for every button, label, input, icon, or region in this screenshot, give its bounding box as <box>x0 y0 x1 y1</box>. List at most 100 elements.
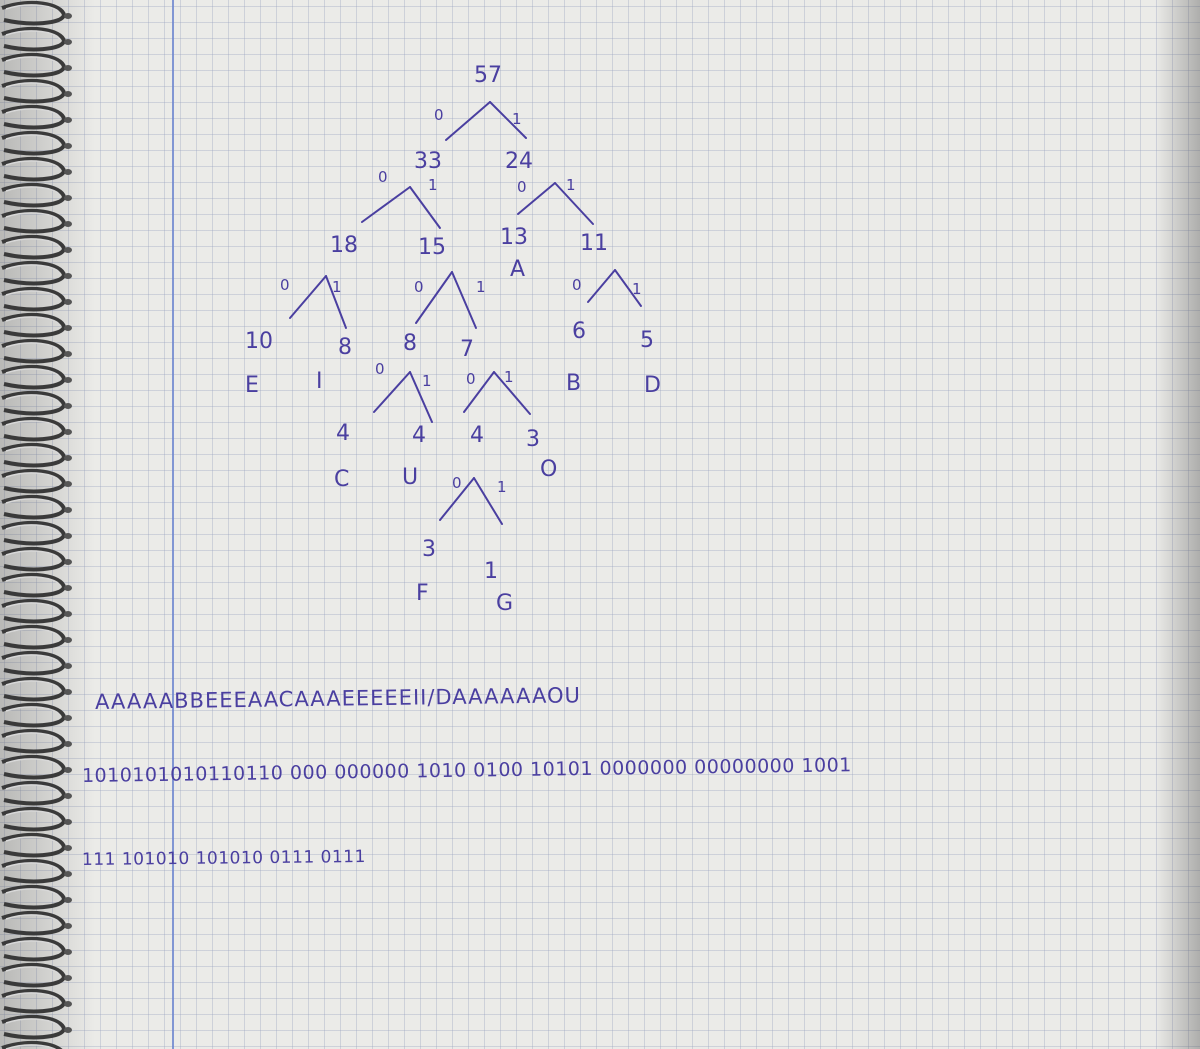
punch-hole <box>64 1001 72 1007</box>
spiral-binding <box>1 0 72 1049</box>
spiral-ring-highlight <box>5 576 61 587</box>
node-8-i: 8 <box>338 335 352 360</box>
spiral-ring <box>1 858 67 884</box>
spiral-ring <box>1 546 67 572</box>
node-4-u: 4 <box>412 423 426 448</box>
punch-hole <box>64 923 72 929</box>
punch-hole <box>64 403 72 409</box>
edge-24-13 <box>517 182 556 215</box>
edge-33-15 <box>409 186 441 229</box>
punch-hole <box>64 819 72 825</box>
spiral-ring-highlight <box>5 550 61 561</box>
bit-57-left: 0 <box>434 106 444 124</box>
spiral-ring-highlight <box>5 680 61 691</box>
tree-node-counts: 57 33 24 18 15 13 11 10 8 8 7 6 5 4 4 4 … <box>245 63 654 584</box>
punch-hole <box>64 585 72 591</box>
spiral-ring <box>1 442 67 468</box>
spiral-ring-highlight <box>5 368 61 379</box>
node-7: 7 <box>460 337 474 362</box>
punch-hole <box>64 1027 72 1033</box>
edge-33-18 <box>361 186 411 223</box>
edge-15-8 <box>415 271 453 324</box>
edge-18-8 <box>325 275 347 329</box>
spiral-ring <box>1 572 67 598</box>
bit-7-left: 0 <box>466 370 476 388</box>
spiral-ring <box>1 260 67 286</box>
spiral-ring <box>1 26 67 52</box>
punch-hole <box>64 377 72 383</box>
node-6: 6 <box>572 319 586 344</box>
spiral-ring <box>1 832 67 858</box>
spiral-ring-highlight <box>5 628 61 639</box>
symbol-c: C <box>334 467 349 492</box>
edge-4-3f <box>439 477 475 521</box>
spiral-ring <box>1 988 67 1014</box>
spiral-ring-highlight <box>5 316 61 327</box>
spiral-ring-highlight <box>5 862 61 873</box>
spiral-ring-highlight <box>5 446 61 457</box>
edge-11-6 <box>587 269 616 303</box>
node-8: 8 <box>403 331 417 356</box>
spiral-ring-highlight <box>5 992 61 1003</box>
spiral-ring-highlight <box>5 498 61 509</box>
punch-hole <box>64 637 72 643</box>
bit-33-left: 0 <box>378 168 388 186</box>
bit-15-left: 0 <box>414 278 424 296</box>
edge-7-3 <box>493 371 531 415</box>
bit-11-right: 1 <box>632 280 642 298</box>
spiral-ring-highlight <box>5 940 61 951</box>
symbol-o: O <box>540 457 557 482</box>
spiral-ring <box>1 1014 67 1040</box>
spiral-ring <box>1 754 67 780</box>
edge-57-33 <box>445 101 491 141</box>
spiral-ring-highlight <box>5 342 61 353</box>
spiral-ring-highlight <box>5 602 61 613</box>
edge-4-1g <box>473 477 503 525</box>
spiral-ring <box>1 520 67 546</box>
spiral-ring <box>1 728 67 754</box>
node-1: 1 <box>484 559 498 584</box>
punch-hole <box>64 741 72 747</box>
punch-hole <box>64 169 72 175</box>
spiral-ring-highlight <box>5 654 61 665</box>
bit-4-right: 1 <box>497 478 507 496</box>
bit-11-left: 0 <box>572 276 582 294</box>
spiral-ring <box>1 156 67 182</box>
spiral-ring-highlight <box>5 56 61 67</box>
symbol-b: B <box>566 371 581 396</box>
tree-symbols: A E I B D C U O F G <box>245 257 661 616</box>
punch-hole <box>64 663 72 669</box>
page-shadow-right <box>1155 0 1200 1049</box>
punch-hole <box>64 533 72 539</box>
tree-edge-bits: 0 1 0 1 0 1 0 1 0 1 0 1 0 1 0 1 0 1 <box>280 106 642 496</box>
bit-57-right: 1 <box>512 110 522 128</box>
punch-hole <box>64 273 72 279</box>
punch-hole <box>64 143 72 149</box>
spiral-ring-highlight <box>5 82 61 93</box>
edge-15-7 <box>451 271 477 329</box>
spiral-ring-highlight <box>5 394 61 405</box>
punch-hole <box>64 793 72 799</box>
spiral-ring <box>1 208 67 234</box>
spiral-ring <box>1 468 67 494</box>
edge-11-5 <box>614 269 642 307</box>
punch-hole <box>64 975 72 981</box>
node-24: 24 <box>505 149 533 174</box>
spiral-ring <box>1 130 67 156</box>
spiral-ring <box>1 52 67 78</box>
spiral-ring-highlight <box>5 784 61 795</box>
spiral-ring-highlight <box>5 888 61 899</box>
punch-hole <box>64 195 72 201</box>
tree-edges <box>289 101 642 525</box>
node-3-o: 3 <box>526 427 540 452</box>
spiral-ring-highlight <box>5 238 61 249</box>
bit-15-right: 1 <box>476 278 486 296</box>
punch-hole <box>64 845 72 851</box>
punch-hole <box>64 715 72 721</box>
node-13: 13 <box>500 225 528 250</box>
node-4: 4 <box>470 423 484 448</box>
punch-hole <box>64 247 72 253</box>
spiral-ring <box>1 234 67 260</box>
punch-hole <box>64 767 72 773</box>
punch-hole <box>64 871 72 877</box>
